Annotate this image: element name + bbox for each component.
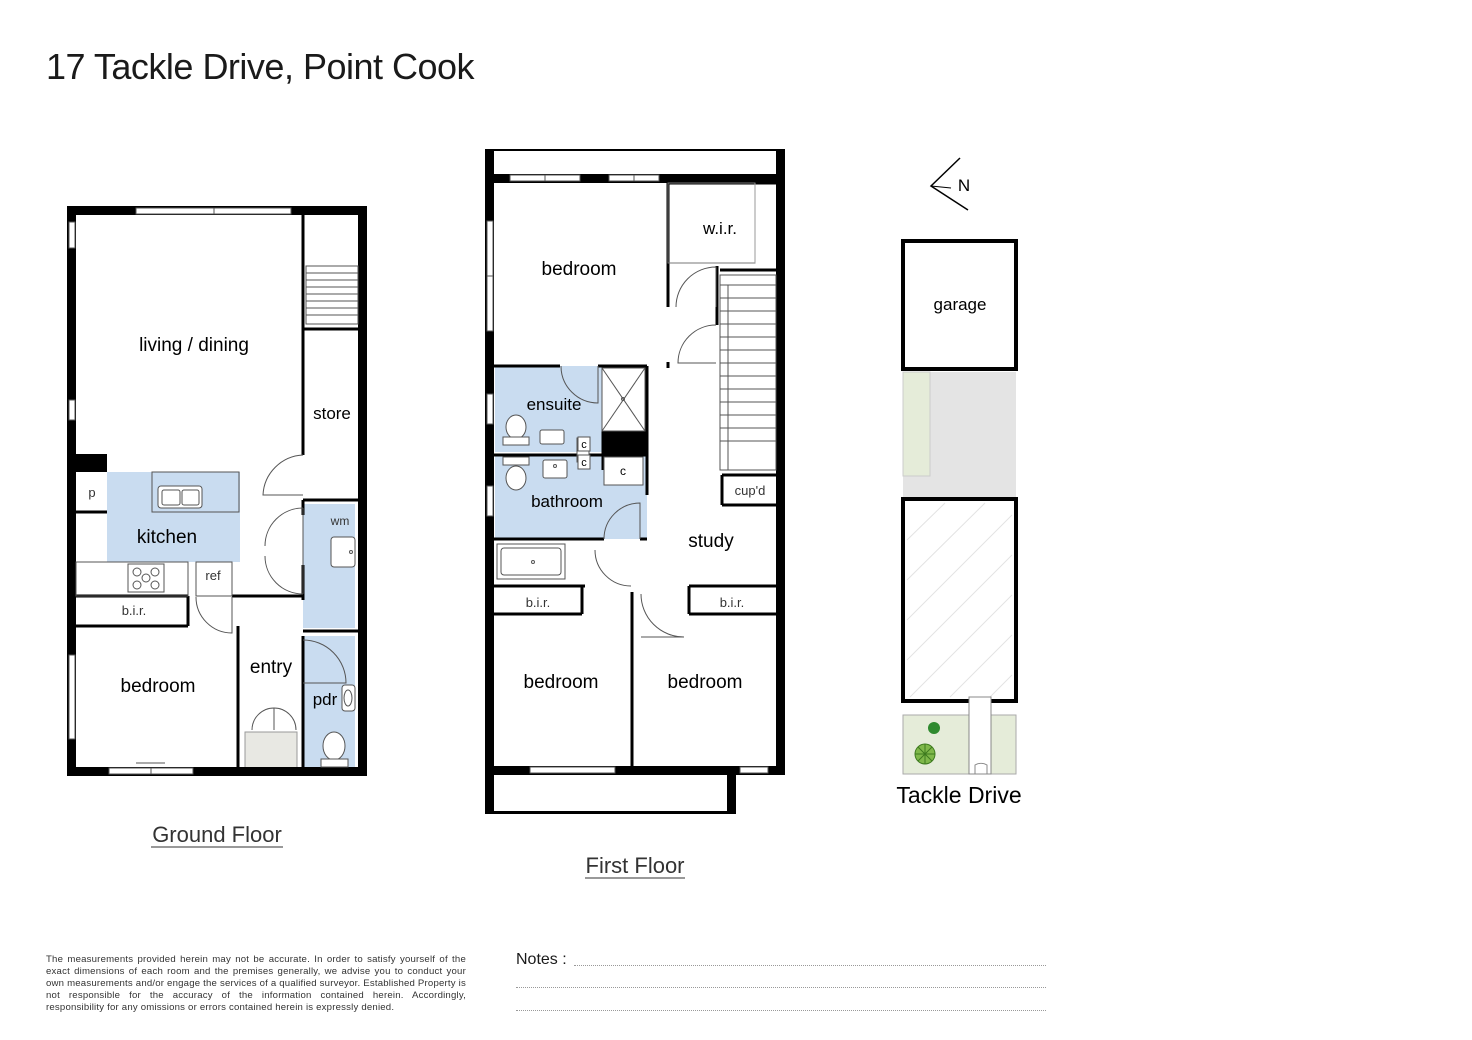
first-stairs	[719, 274, 777, 471]
front-path	[968, 696, 992, 775]
room-label-wir: w.i.r.	[702, 219, 737, 238]
disclaimer-text: The measurements provided herein may not…	[46, 954, 466, 1013]
label-c3: c	[620, 464, 626, 478]
garage	[901, 239, 1018, 371]
ground-floor-plan: living / dining store p kitchen wm ref b…	[67, 206, 367, 848]
ground-wet-areas	[107, 472, 355, 774]
front-garden	[902, 714, 1017, 775]
house-footprint	[901, 497, 1018, 703]
room-label-pdr: pdr	[313, 690, 338, 709]
courtyard-garden	[902, 371, 931, 477]
first-interior-walls	[494, 181, 776, 766]
ground-stairs	[305, 265, 359, 325]
street-label: Tackle Drive	[896, 782, 1021, 808]
site-plan: N garage Tackle Drive	[896, 157, 1022, 808]
room-label-wm: wm	[330, 514, 350, 528]
room-label-bathroom: bathroom	[531, 492, 603, 511]
ground-doors	[195, 454, 347, 731]
room-label-bir-left: b.i.r.	[526, 595, 551, 610]
room-label-pantry: p	[88, 485, 95, 500]
room-label-kitchen: kitchen	[137, 527, 197, 548]
room-label-bedroom: bedroom	[121, 676, 196, 697]
room-label-ref: ref	[205, 568, 221, 583]
room-label-bedroom-left: bedroom	[524, 672, 599, 693]
first-floor-plan: w.i.r. bedroom ensuite c c c bathroom cu…	[485, 149, 785, 879]
first-bath-fixtures	[496, 367, 646, 580]
room-label-study: study	[688, 531, 734, 552]
room-label-store: store	[313, 404, 351, 423]
north-arrow-icon	[929, 157, 969, 211]
first-doors	[560, 266, 717, 638]
room-label-entry: entry	[250, 657, 293, 678]
room-label-bir-right: b.i.r.	[720, 595, 745, 610]
room-label-bedroom-right: bedroom	[668, 672, 743, 693]
notes-line	[516, 987, 1046, 988]
room-label-bedroom-main: bedroom	[542, 259, 617, 280]
page-title: 17 Tackle Drive, Point Cook	[46, 46, 475, 87]
label-c1: c	[581, 439, 587, 451]
ground-floor-caption: Ground Floor	[152, 822, 282, 847]
kitchen-fixtures	[75, 471, 356, 768]
notes-line	[516, 1010, 1046, 1011]
shrub-icon	[928, 722, 940, 734]
label-c2: c	[581, 457, 587, 469]
room-label-living: living / dining	[139, 335, 249, 356]
north-label: N	[958, 176, 970, 195]
notes-label: Notes :	[516, 951, 567, 968]
first-floor-caption: First Floor	[586, 853, 685, 878]
garage-label: garage	[934, 295, 987, 314]
room-label-ensuite: ensuite	[527, 395, 582, 414]
house-hatching	[906, 502, 1013, 698]
notes-line	[574, 965, 1046, 966]
room-label-bir: b.i.r.	[122, 603, 147, 618]
room-label-cupd: cup'd	[735, 483, 766, 498]
